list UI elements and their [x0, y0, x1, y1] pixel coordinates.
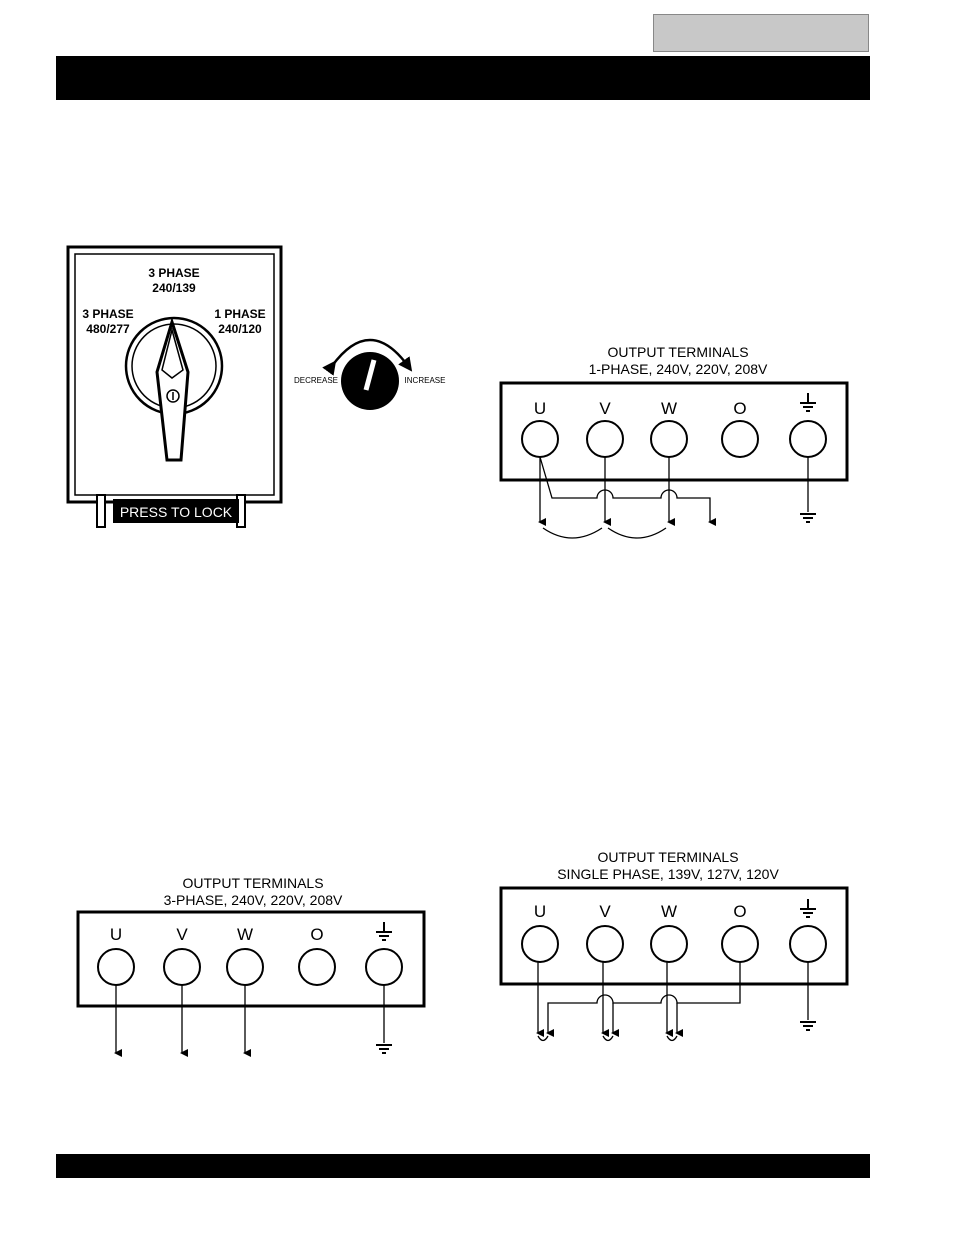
panel-title-3: OUTPUT TERMINALS [597, 849, 738, 865]
press-to-lock-label: PRESS TO LOCK [120, 504, 233, 520]
left-position-label-2: 480/277 [86, 322, 130, 336]
terminal-u [521, 925, 559, 963]
terminal-w-label: W [661, 399, 677, 418]
right-position-label-1: 1 PHASE [214, 307, 265, 321]
increase-label: INCREASE [405, 376, 446, 385]
top-position-label-2: 240/139 [152, 281, 196, 295]
terminal-o-label-2: O [310, 925, 323, 944]
terminal-u [521, 420, 559, 458]
output-terminals-1phase: OUTPUT TERMINALS 1-PHASE, 240V, 220V, 20… [499, 344, 849, 539]
right-position-label-2: 240/120 [218, 322, 262, 336]
decrease-label: DECREASE [294, 376, 338, 385]
terminal-o [721, 925, 759, 963]
terminal-v [586, 925, 624, 963]
panel-subtitle-2: 3-PHASE, 240V, 220V, 208V [164, 892, 343, 908]
panel-title-1: OUTPUT TERMINALS [607, 344, 748, 360]
terminal-v-label-2: V [176, 925, 188, 944]
terminal-w-label-2: W [237, 925, 253, 944]
terminal-w [650, 420, 688, 458]
terminal-o-label: O [733, 399, 746, 418]
terminal-u-label: U [534, 399, 546, 418]
panel-subtitle-3: SINGLE PHASE, 139V, 127V, 120V [557, 866, 779, 882]
voltage-adjust-knob[interactable]: DECREASE INCREASE [294, 338, 446, 410]
terminal-v-label: V [599, 399, 611, 418]
selector-switch: PRESS TO LOCK 3 PHASE 240/139 3 PHASE 48… [66, 245, 283, 528]
panel-title-2: OUTPUT TERMINALS [182, 875, 323, 891]
left-position-label-1: 3 PHASE [82, 307, 133, 321]
output-terminals-single-phase: OUTPUT TERMINALS SINGLE PHASE, 139V, 127… [499, 849, 849, 1042]
terminal-ground [789, 925, 827, 963]
terminal-u-label-3: U [534, 902, 546, 921]
terminal-u [97, 948, 135, 986]
header-bar [56, 56, 870, 100]
terminal-ground [365, 948, 403, 986]
terminal-v-label-3: V [599, 902, 611, 921]
press-to-lock-plate [113, 499, 239, 523]
page-tab [653, 14, 869, 52]
terminal-v [586, 420, 624, 458]
terminal-w [226, 948, 264, 986]
terminal-u-label-2: U [110, 925, 122, 944]
terminal-w-label-3: W [661, 902, 677, 921]
panel-subtitle: 1-PHASE, 240V, 220V, 208V [589, 361, 768, 377]
footer-bar [56, 1154, 870, 1178]
terminal-w [650, 925, 688, 963]
terminal-o [721, 420, 759, 458]
terminal-v [163, 948, 201, 986]
output-terminals-3phase: OUTPUT TERMINALS 3-PHASE, 240V, 220V, 20… [76, 875, 426, 1057]
top-position-label-1: 3 PHASE [148, 266, 199, 280]
terminal-o [298, 948, 336, 986]
terminal-ground [789, 420, 827, 458]
terminal-o-label-3: O [733, 902, 746, 921]
